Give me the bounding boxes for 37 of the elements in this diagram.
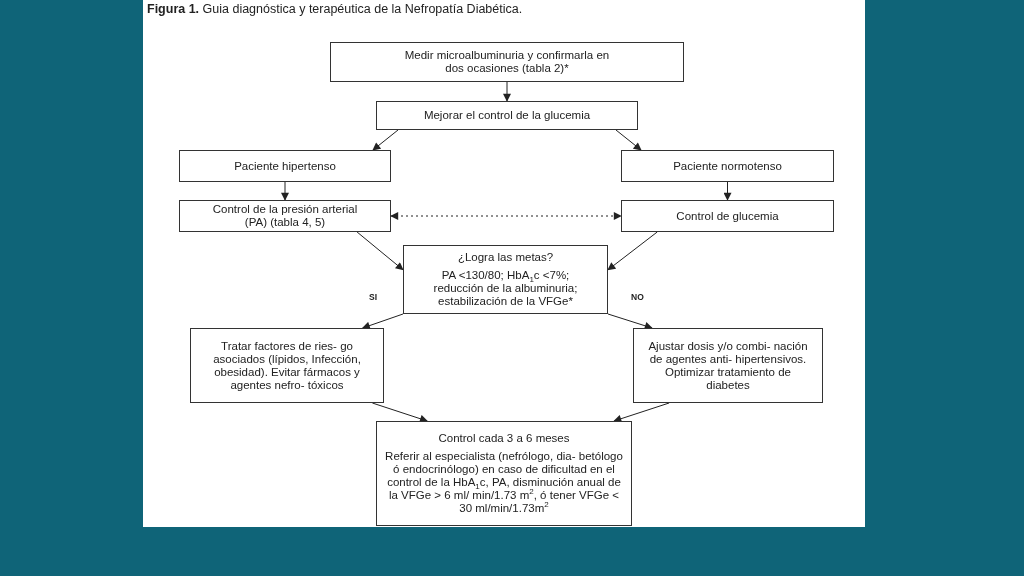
process-box xyxy=(376,101,638,130)
box-text: Tratar factores de ries- go asociados (lípidos, Infección, obesidad). Evitar fármacos y agentes nefro- tóxicos xyxy=(212,339,362,392)
arrow xyxy=(356,231,404,271)
box-text: Mejorar el control de la glucemia xyxy=(423,109,591,122)
arrow xyxy=(281,181,289,201)
box-text: Ajustar dosis y/o combi- nación de agentes anti- hipertensivos. Optimizar tratamiento de diabetes xyxy=(647,339,809,392)
process-box xyxy=(376,421,632,526)
box-text: Medir microalbuminuria y confirmarla en dos ocasiones (tabla 2)* xyxy=(403,49,611,75)
edge-label: SI xyxy=(368,292,379,302)
edge-label: NO xyxy=(630,292,645,302)
arrow xyxy=(607,313,653,330)
box-text: Referir al especialista (nefrólogo, dia- betólogo ó endocrinólogo) en caso de dificultad en el control de la HbA$_{1}$c, PA, disminución anual de la VFGe > 6 ml/ min/1.73 m$^{2}$, ó tener VFGe < 30 ml/min/1.73m$^{2}$ xyxy=(385,450,623,515)
process-box xyxy=(179,150,391,182)
process-box xyxy=(330,42,684,82)
box-text: Paciente hipertenso xyxy=(234,159,336,173)
arrow xyxy=(607,231,658,271)
arrow xyxy=(361,313,404,330)
process-box xyxy=(179,200,391,232)
box-heading: Control cada 3 a 6 meses xyxy=(438,432,570,445)
process-box xyxy=(621,150,834,182)
dotted-arrow xyxy=(390,212,622,220)
arrow xyxy=(613,402,670,423)
process-box xyxy=(190,328,384,403)
arrow xyxy=(371,402,428,423)
arrow xyxy=(372,129,399,151)
process-box xyxy=(621,200,834,232)
box-text: Paciente normotenso xyxy=(673,159,782,173)
process-box xyxy=(633,328,823,403)
arrow xyxy=(503,81,511,102)
process-box xyxy=(403,245,608,314)
figure-title: Figura 1. Guia diagnóstica y terapéutica de la Nefropatía Diabética. xyxy=(147,2,523,16)
arrow xyxy=(615,129,642,151)
box-text: PA <130/80; HbA$_{1}$c <7%; reducción de la albuminuria; estabilización de la VFGe* xyxy=(432,269,579,308)
arrow xyxy=(723,181,732,201)
box-text: Control de la presión arterial (PA) (tabla 4, 5) xyxy=(211,203,359,229)
box-heading: ¿Logra las metas? xyxy=(457,251,554,264)
box-text: Control de glucemia xyxy=(676,209,779,223)
